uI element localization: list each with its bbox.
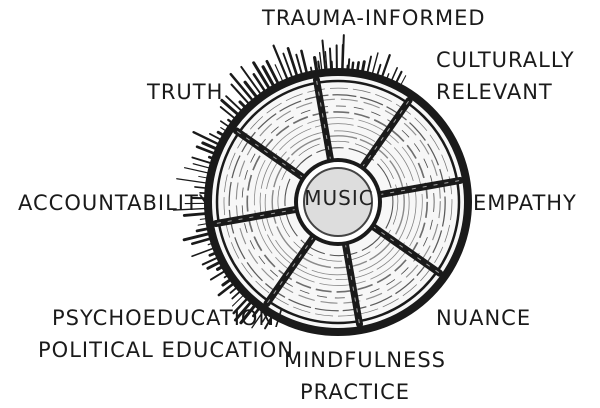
label-empathy: EMPATHY [473, 187, 577, 219]
label-mindfulness-practice: MINDFULNESS PRACTICE [284, 344, 446, 408]
label-nuance: NUANCE [436, 302, 531, 334]
label-psychoeducation-line1: PSYCHOEDUCATION/ [38, 302, 294, 334]
label-mindfulness-line2: PRACTICE [284, 376, 446, 408]
label-psychoeducation: PSYCHOEDUCATION/ POLITICAL EDUCATION [38, 302, 294, 366]
label-truth: TRUTH [147, 76, 223, 108]
label-culturally-relevant-line2: RELEVANT [436, 76, 575, 108]
label-accountability: ACCOUNTABILITY [18, 187, 213, 219]
spike [322, 41, 325, 73]
spike [343, 35, 344, 72]
label-culturally-relevant-line1: CULTURALLY [436, 44, 575, 76]
label-culturally-relevant: CULTURALLY RELEVANT [436, 44, 575, 108]
label-trauma-informed: TRAUMA-INFORMED [262, 2, 486, 34]
hub-label: MUSIC [294, 186, 384, 210]
label-psychoeducation-line2: POLITICAL EDUCATION [38, 334, 294, 366]
label-mindfulness-line1: MINDFULNESS [284, 344, 446, 376]
